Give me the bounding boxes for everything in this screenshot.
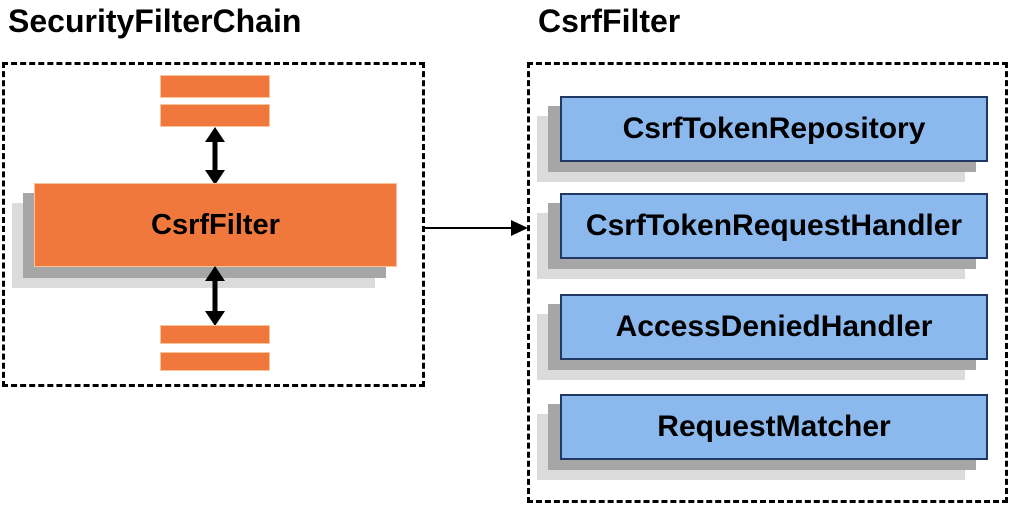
security-filter-chain-panel <box>2 62 425 387</box>
csrf-filter-stack: CsrfFilter <box>12 183 398 289</box>
component-label: CsrfTokenRequestHandler <box>585 209 963 242</box>
component-label: CsrfTokenRepository <box>622 112 926 145</box>
left-panel-title: SecurityFilterChain <box>8 3 302 39</box>
component-stack-csrf-token-repository: CsrfTokenRepository <box>537 96 989 183</box>
component-stack-access-denied-handler: AccessDeniedHandler <box>537 294 989 381</box>
component-label: AccessDeniedHandler <box>615 310 933 343</box>
component-box-request-matcher: RequestMatcher <box>560 394 988 460</box>
double-arrow-icon <box>201 127 229 185</box>
component-box-csrf-token-repository: CsrfTokenRepository <box>560 96 988 162</box>
component-box-access-denied-handler: AccessDeniedHandler <box>560 294 988 360</box>
component-stack-request-matcher: RequestMatcher <box>537 394 989 481</box>
component-box-csrf-token-request-handler: CsrfTokenRequestHandler <box>560 193 988 259</box>
filter-bar-top-2 <box>160 104 270 127</box>
csrf-filter-box-label: CsrfFilter <box>151 208 280 241</box>
component-stack-csrf-token-request-handler: CsrfTokenRequestHandler <box>537 193 989 280</box>
filter-bar-bottom-2 <box>160 352 270 371</box>
component-label: RequestMatcher <box>657 410 891 443</box>
filter-bar-top-1 <box>160 75 270 98</box>
csrf-filter-box: CsrfFilter <box>34 183 397 267</box>
arrow-right-icon <box>425 219 528 237</box>
csrf-filter-panel <box>527 62 1008 503</box>
filter-bar-bottom-1 <box>160 325 270 344</box>
double-arrow-icon <box>201 266 229 326</box>
right-panel-title: CsrfFilter <box>538 3 681 39</box>
